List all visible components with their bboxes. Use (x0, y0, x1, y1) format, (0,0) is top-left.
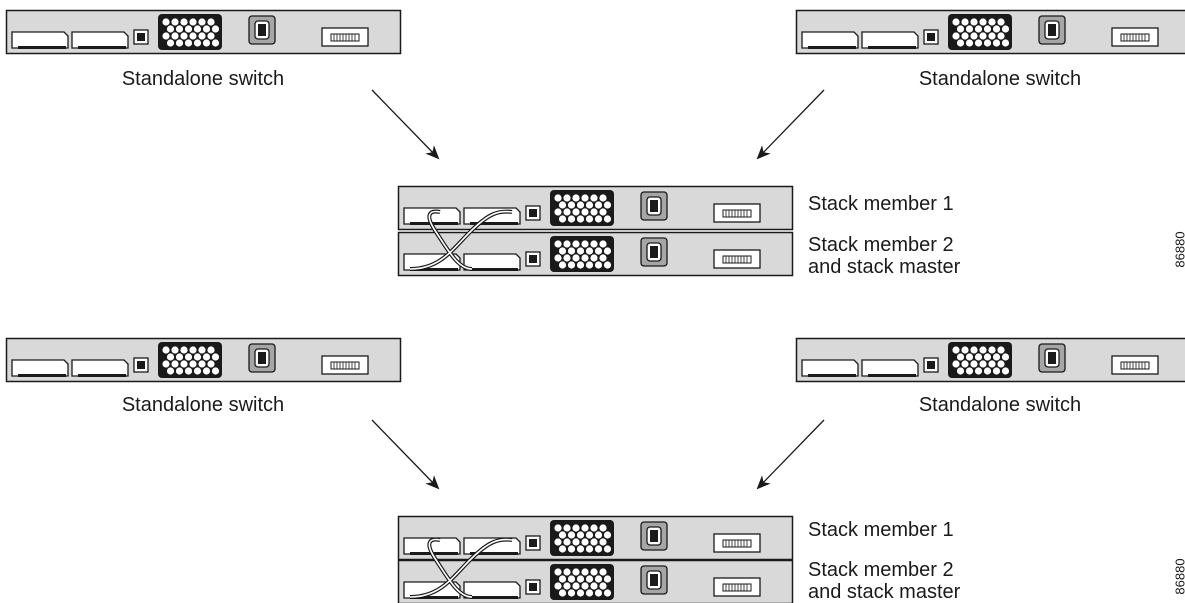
standalone-switch-left-label: Standalone switch (121, 68, 285, 90)
stack-member-2-label-line1-2: Stack member 2 (808, 559, 954, 581)
standalone-switch-right-label-2: Standalone switch (918, 394, 1082, 416)
arrow-right-to-stack-2 (756, 419, 825, 490)
stack-cable-crossed-inner-2 (409, 538, 513, 598)
standalone-switch-left-2 (5, 337, 402, 383)
standalone-switch-left (5, 9, 402, 55)
stack-member-2-label-line2: and stack master (808, 256, 961, 278)
stack-member-2-label-line1: Stack member 2 (808, 234, 954, 256)
stack-member-1-label: Stack member 1 (808, 193, 954, 215)
stack-member-2-switch (397, 231, 794, 277)
figure-id: 86880 (1172, 231, 1185, 268)
stack-member-1-label-2: Stack member 1 (808, 519, 954, 541)
stack-member-1-switch (397, 185, 794, 231)
figure-id-2: 86880 (1172, 558, 1185, 595)
stack-member-2-switch-2 (397, 559, 794, 603)
stack-member-2-label-line2-2: and stack master (808, 581, 961, 603)
stack-cable-crossed-inner (409, 210, 513, 270)
standalone-switch-right (795, 9, 1185, 55)
standalone-switch-left-label-2: Standalone switch (121, 394, 285, 416)
standalone-switch-right-label: Standalone switch (918, 68, 1082, 90)
standalone-switch-right-2 (795, 337, 1185, 383)
arrow-right-to-stack (756, 89, 825, 160)
arrow-left-to-stack-2 (371, 419, 440, 490)
stack-member-1-switch-2 (397, 515, 794, 561)
arrow-left-to-stack (371, 89, 440, 160)
